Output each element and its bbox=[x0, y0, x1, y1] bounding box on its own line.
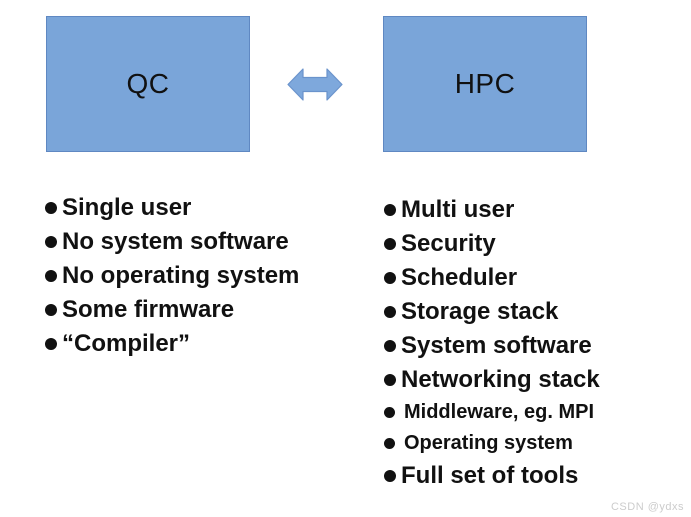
watermark: CSDN @ydxs bbox=[610, 501, 684, 513]
list-item-label: No operating system bbox=[62, 262, 300, 289]
hpc-box-label: HPC bbox=[454, 68, 516, 99]
qc-box-label: QC bbox=[126, 68, 170, 99]
list-item: System software bbox=[384, 329, 600, 363]
list-item-label: Storage stack bbox=[401, 298, 559, 325]
list-item: Middleware, eg. MPI bbox=[384, 397, 600, 428]
qc-box: QC bbox=[46, 16, 250, 152]
list-item: No system software bbox=[45, 225, 299, 259]
list-item: Some firmware bbox=[45, 293, 299, 327]
bullet-icon bbox=[384, 374, 396, 386]
list-item-label: Multi user bbox=[401, 196, 515, 223]
double-arrow-icon bbox=[287, 66, 343, 103]
bullet-icon bbox=[384, 407, 395, 418]
list-item-label: Full set of tools bbox=[401, 462, 579, 489]
list-item: No operating system bbox=[45, 259, 299, 293]
list-item-label: “Compiler” bbox=[62, 330, 191, 357]
list-item: Full set of tools bbox=[384, 459, 600, 493]
list-item-label: Networking stack bbox=[401, 366, 600, 393]
bullet-icon bbox=[384, 340, 396, 352]
bullet-icon bbox=[45, 270, 57, 282]
list-item-label: Some firmware bbox=[62, 296, 235, 323]
list-item: Networking stack bbox=[384, 363, 600, 397]
list-item: Scheduler bbox=[384, 261, 600, 295]
qc-bullet-list: Single user No system software No operatin… bbox=[45, 191, 299, 361]
bullet-icon bbox=[384, 272, 396, 284]
list-item: Operating system bbox=[384, 428, 600, 459]
list-item-label: Single user bbox=[62, 194, 192, 221]
bullet-icon bbox=[384, 306, 396, 318]
list-item: Storage stack bbox=[384, 295, 600, 329]
bullet-icon bbox=[45, 236, 57, 248]
bullet-icon bbox=[45, 304, 57, 316]
list-item: Single user bbox=[45, 191, 299, 225]
list-item: “Compiler” bbox=[45, 327, 299, 361]
list-item-label: Scheduler bbox=[401, 264, 518, 291]
list-item-label: Operating system bbox=[404, 432, 573, 454]
list-item-label: Middleware, eg. MPI bbox=[404, 401, 595, 423]
bullet-icon bbox=[45, 338, 57, 350]
list-item: Security bbox=[384, 227, 600, 261]
list-item-label: System software bbox=[401, 332, 592, 359]
hpc-box: HPC bbox=[383, 16, 587, 152]
bullet-icon bbox=[384, 438, 395, 449]
list-item: Multi user bbox=[384, 193, 600, 227]
bullet-icon bbox=[384, 238, 396, 250]
bullet-icon bbox=[45, 202, 57, 214]
bullet-icon bbox=[384, 204, 396, 216]
bullet-icon bbox=[384, 470, 396, 482]
list-item-label: Security bbox=[401, 230, 496, 257]
list-item-label: No system software bbox=[62, 228, 289, 255]
